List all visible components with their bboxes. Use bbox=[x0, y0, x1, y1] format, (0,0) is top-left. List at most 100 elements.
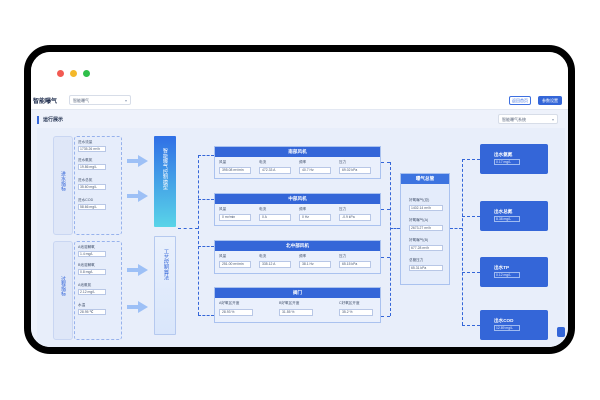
chat-icon[interactable] bbox=[557, 327, 565, 337]
module-select[interactable]: 智能曝气 ▾ bbox=[69, 95, 131, 105]
stage-item-key: 压力 bbox=[339, 254, 347, 258]
app-header: 智能曝气 智能曝气 ▾ 返回首页 参数设置 bbox=[31, 92, 568, 110]
module-select-label: 智能曝气 bbox=[73, 98, 89, 103]
stage-valves[interactable]: 阀门 A好氧区开度 28.93 % B好氧区开度 31.55 % C好氧区开度 … bbox=[214, 287, 381, 323]
field-value: 35.60 mg/L bbox=[78, 184, 106, 190]
output-total-nitrogen[interactable]: 出水总氮 8.38 mg/L bbox=[480, 201, 548, 231]
stage-item-value: 31.55 % bbox=[279, 309, 313, 316]
main-pipe-item-value: 65.31 kPa bbox=[409, 265, 443, 271]
process-fields-box: A池溶解氧 1.4 mg/L B池溶解氧 0.8 mg/L A池氨氮 2.12 … bbox=[74, 241, 122, 340]
stage-title: 阀门 bbox=[215, 288, 380, 298]
stage-item-value: 335.12 A bbox=[259, 261, 291, 268]
stage-south-blower[interactable]: 南部风机 风量 395.08 m³/min 电流 472.33 A 频率 40.… bbox=[214, 146, 381, 179]
stage-north-middle-blower[interactable]: 北中部风机 风量 251.00 m³/min 电流 335.12 A 频率 38… bbox=[214, 240, 381, 274]
connector-line bbox=[198, 246, 214, 247]
field-label: B池溶解氧 bbox=[78, 263, 95, 267]
stage-item-value: 251.00 m³/min bbox=[219, 261, 251, 268]
output-tp[interactable]: 出水TP 0.12 mg/L bbox=[480, 257, 548, 287]
left-tag-inflow-label: 进水指标 bbox=[60, 171, 66, 191]
main-pipe-item-key: 好氧曝气(A) bbox=[409, 218, 429, 222]
connector-line bbox=[178, 228, 198, 229]
output-value: 12.89 mg/L bbox=[494, 325, 520, 331]
main-pipe-item-value: 2673.27 m³/h bbox=[409, 225, 443, 231]
stage-middle-blower[interactable]: 中部风机 风量 0 m³/min 电流 0 A 频率 0 Hz 压力 -0.9 … bbox=[214, 193, 381, 226]
settings-button[interactable]: 参数设置 bbox=[538, 96, 562, 105]
stage-item-value: 38.1 Hz bbox=[299, 261, 331, 268]
output-value: 8.38 mg/L bbox=[494, 216, 520, 222]
connector-line bbox=[462, 216, 480, 217]
main-pipe-item-key: 总管压力 bbox=[409, 258, 424, 262]
field-value: 58.66 mg/L bbox=[78, 204, 106, 210]
field-label: 进水总氮 bbox=[78, 178, 93, 182]
system-select[interactable]: 智能曝气系统▾ bbox=[498, 114, 558, 124]
stage-item-key: 压力 bbox=[339, 160, 347, 164]
stage-item-value: 28.93 % bbox=[219, 309, 253, 316]
chevron-down-icon: ▾ bbox=[124, 98, 127, 103]
output-title: 出水TP bbox=[494, 265, 510, 270]
field-value: 19.86 mg/L bbox=[78, 164, 106, 170]
stage-item-value: 0 A bbox=[259, 214, 291, 221]
main-pipe-item-key: 好氧曝气(B) bbox=[409, 238, 429, 242]
left-tag-process: 过程指标 bbox=[53, 241, 73, 340]
left-tag-inflow: 进水指标 bbox=[53, 136, 73, 235]
minimize-window-button[interactable] bbox=[70, 70, 77, 77]
stage-item-key: 风量 bbox=[219, 254, 227, 258]
field-value: 28.95 ℃ bbox=[78, 309, 106, 315]
main-pipe-item-key: 好氧曝气(总) bbox=[409, 198, 430, 202]
connector-line bbox=[381, 257, 390, 258]
system-select-label: 智能曝气系统 bbox=[502, 117, 526, 122]
connector-line bbox=[462, 325, 480, 326]
main-pipe-title: 曝气总管 bbox=[401, 174, 449, 184]
stage-item-key: 频率 bbox=[299, 160, 307, 164]
field-value: 0.8 mg/L bbox=[78, 269, 106, 275]
inflow-fields-box: 进水流量 1735.26 m³/h 进水氨氮 19.86 mg/L 进水总氮 3… bbox=[74, 136, 122, 235]
field-label: 进水流量 bbox=[78, 140, 93, 144]
stage-item-key: C好氧区开度 bbox=[339, 301, 360, 305]
output-ammonia[interactable]: 出水氨氮 0.17 mg/L bbox=[480, 144, 548, 174]
output-value: 0.17 mg/L bbox=[494, 159, 520, 165]
stage-item-key: 频率 bbox=[299, 254, 307, 258]
field-label: A池溶解氧 bbox=[78, 245, 95, 249]
connector-line bbox=[381, 162, 390, 163]
flow-panel: 进水指标 过程指标 进水流量 1735.26 m³/h 进水氨氮 19.86 m… bbox=[37, 128, 565, 347]
stage-item-key: 风量 bbox=[219, 160, 227, 164]
close-window-button[interactable] bbox=[57, 70, 64, 77]
stage-item-key: 风量 bbox=[219, 207, 227, 211]
main-pipe-item-value: 677.28 m³/h bbox=[409, 245, 443, 251]
flow-arrow-icon bbox=[127, 155, 149, 167]
field-label: 进水COD bbox=[78, 198, 94, 202]
flow-arrow-icon bbox=[127, 264, 149, 276]
output-title: 出水氨氮 bbox=[494, 152, 513, 157]
maximize-window-button[interactable] bbox=[83, 70, 90, 77]
connector-line bbox=[381, 316, 390, 317]
stage-item-key: 电流 bbox=[259, 160, 267, 164]
control-model-bar: 智能曝气控制模型 bbox=[154, 136, 176, 227]
left-tag-process-label: 过程指标 bbox=[60, 276, 66, 296]
stage-item-value: 0 Hz bbox=[299, 214, 331, 221]
connector-line bbox=[198, 155, 214, 156]
stage-item-value: 395.08 m³/min bbox=[219, 167, 251, 174]
stage-item-value: 69.02 kPa bbox=[339, 167, 371, 174]
stage-item-value: -0.9 kPa bbox=[339, 214, 371, 221]
stage-item-key: 电流 bbox=[259, 207, 267, 211]
back-home-button[interactable]: 返回首页 bbox=[509, 96, 531, 105]
aeration-main-pipe[interactable]: 曝气总管 好氧曝气(总) 1402.14 m³/h 好氧曝气(A) 2673.2… bbox=[400, 173, 450, 285]
stage-item-value: 472.33 A bbox=[259, 167, 291, 174]
app-brand: 智能曝气 bbox=[33, 99, 58, 105]
connector-line bbox=[450, 228, 462, 229]
output-value: 0.12 mg/L bbox=[494, 272, 520, 278]
stage-title: 北中部风机 bbox=[215, 241, 380, 251]
output-title: 出水总氮 bbox=[494, 209, 513, 214]
connector-line bbox=[462, 272, 480, 273]
stage-item-key: A好氧区开度 bbox=[219, 301, 240, 305]
connector-line bbox=[381, 209, 390, 210]
connector-line bbox=[198, 315, 214, 316]
output-cod[interactable]: 出水COD 12.89 mg/L bbox=[480, 310, 548, 340]
stage-title: 中部风机 bbox=[215, 194, 380, 204]
stage-item-key: 压力 bbox=[339, 207, 347, 211]
stage-item-key: 频率 bbox=[299, 207, 307, 211]
stage-item-value: 65.15 kPa bbox=[339, 261, 371, 268]
control-model-label: 智能曝气控制模型 bbox=[162, 148, 168, 190]
flow-arrow-icon bbox=[127, 301, 149, 313]
stage-title: 南部风机 bbox=[215, 147, 380, 157]
